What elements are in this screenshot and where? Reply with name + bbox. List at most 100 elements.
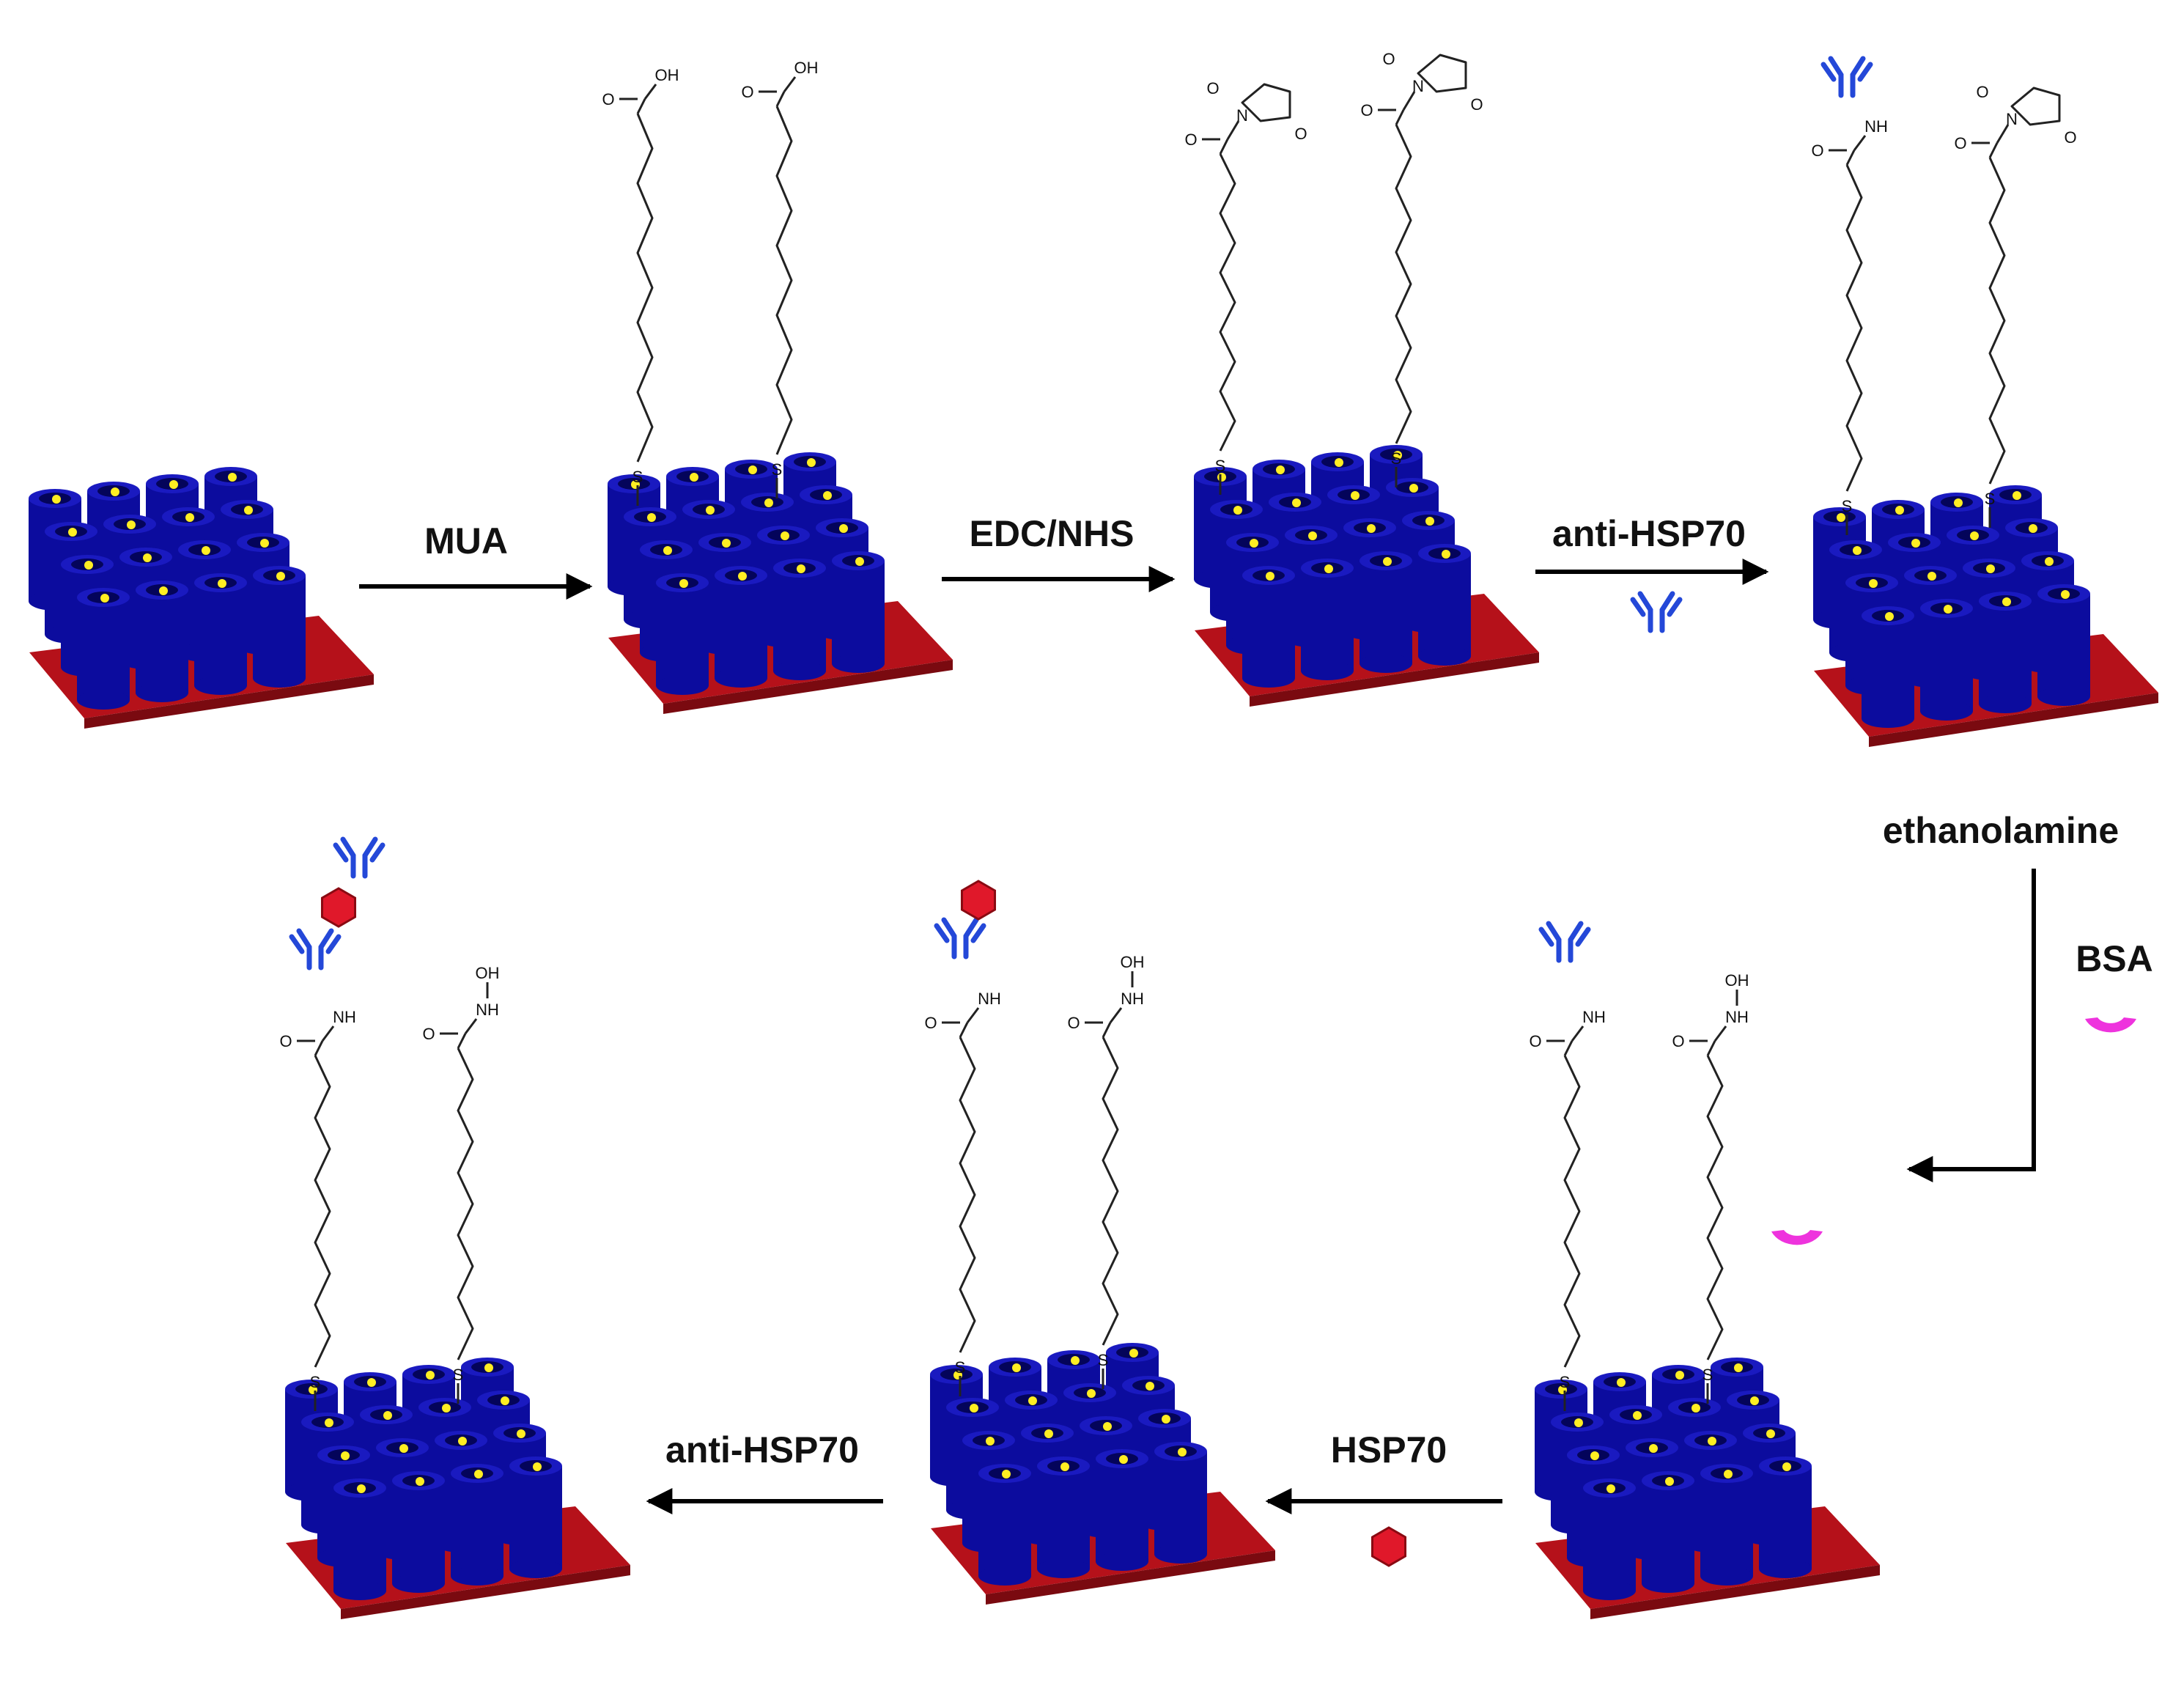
- gold-dot: [1675, 1371, 1684, 1380]
- nanotube-bottom: [136, 683, 188, 702]
- gold-dot: [1250, 539, 1258, 548]
- nanotube-body: [1583, 1488, 1636, 1591]
- gold-dot: [1335, 458, 1343, 467]
- n-bond: [1226, 120, 1240, 140]
- nanotube-body: [1360, 561, 1412, 663]
- oxygen-atom: O: [602, 90, 614, 108]
- gold-dot: [228, 473, 237, 482]
- substrate-edge: [1869, 693, 2158, 747]
- gold-dot: [1292, 498, 1301, 507]
- amide-bond: [966, 1007, 980, 1023]
- nanotube-body: [136, 590, 188, 693]
- hsp70-reagent-icon: [1370, 1526, 1407, 1567]
- nanotube-bottom: [1920, 701, 1973, 721]
- hsp70-bound-icon: [320, 887, 357, 928]
- nanotube: [1418, 544, 1471, 666]
- gold-dot: [1146, 1382, 1154, 1391]
- substrate-edge: [1250, 652, 1539, 707]
- carbonyl-bond: [959, 1022, 969, 1038]
- nanotube-body: [715, 575, 767, 678]
- alkyl-chain: [775, 106, 793, 455]
- gold-dot: [1633, 1411, 1642, 1420]
- gold-dot: [357, 1484, 366, 1493]
- gold-dot: [807, 458, 816, 467]
- gold-dot: [2029, 524, 2037, 533]
- antibody-arm: [296, 928, 312, 971]
- label-edc-nhs: EDC/NHS: [969, 513, 1134, 554]
- nanotube-bottom: [1642, 1574, 1694, 1593]
- sulfur-atom: S: [1702, 1366, 1713, 1384]
- antibody-arm: [1637, 591, 1653, 633]
- nanotube: [2037, 584, 2090, 706]
- nanotube-bottom: [832, 654, 885, 673]
- amine-group: NH: [1121, 990, 1144, 1008]
- nanotube-array-bare: [29, 467, 374, 729]
- nanotube: [1154, 1442, 1207, 1564]
- gold-dot: [1895, 506, 1904, 515]
- nanotube-body: [773, 568, 826, 671]
- gold-dot: [1087, 1389, 1096, 1398]
- nanotube-array-antibody-immobilized: [1813, 485, 2158, 747]
- gold-dot: [276, 572, 285, 581]
- nanotube-array-nhs-activated: [1194, 445, 1539, 707]
- gold-dot: [474, 1470, 483, 1478]
- hydroxyl-bond: [643, 84, 657, 100]
- oxygen-atom: O: [422, 1025, 435, 1043]
- gold-dot: [839, 524, 848, 533]
- nanotube-bottom: [1242, 669, 1295, 688]
- alkyl-chain: [1988, 157, 2006, 485]
- antibody-arm: [941, 917, 957, 960]
- carbonyl-bond: [1706, 1040, 1716, 1056]
- nanotube-body: [77, 597, 130, 700]
- nanotube: [509, 1456, 562, 1578]
- nanotube-body: [1154, 1451, 1207, 1554]
- sulfur-atom: S: [1098, 1351, 1109, 1369]
- nanotube-array-sandwich: [285, 1358, 630, 1619]
- hsp70-bound-icon: [960, 880, 997, 921]
- nanotube: [773, 559, 826, 680]
- gold-dot: [1012, 1363, 1021, 1372]
- gold-dot: [1276, 465, 1285, 474]
- nitrogen-atom: N: [1236, 106, 1248, 125]
- gold-dot: [501, 1396, 509, 1405]
- nanotube: [194, 573, 247, 695]
- gold-dot: [647, 513, 656, 522]
- nanotube-array-blocked: [1535, 1358, 1880, 1619]
- label-ethanolamine: ethanolamine: [1883, 810, 2119, 851]
- nanotube: [656, 573, 709, 695]
- gold-dot: [1060, 1462, 1069, 1471]
- oxygen-atom: O: [1294, 125, 1307, 143]
- gold-dot: [1103, 1422, 1112, 1431]
- nanotube: [451, 1464, 503, 1586]
- sulfur-atom: S: [632, 468, 643, 486]
- oxygen-atom: O: [1184, 130, 1197, 149]
- oxygen-atom: O: [1976, 83, 1988, 101]
- oxygen-atom: O: [1811, 141, 1823, 160]
- carbonyl-bond: [1563, 1040, 1574, 1056]
- gold-dot: [2002, 597, 2011, 606]
- antibody-arm: [1630, 597, 1646, 617]
- alkyl-chain: [314, 1055, 331, 1368]
- gold-dot: [367, 1378, 376, 1387]
- oxygen-atom: O: [1672, 1032, 1684, 1050]
- carbonyl-bond: [1102, 1022, 1112, 1038]
- substrate-edge: [663, 660, 953, 714]
- gold-dot: [2061, 590, 2070, 599]
- gold-dot: [1324, 564, 1333, 573]
- gold-dot: [127, 520, 136, 529]
- gold-dot: [442, 1404, 451, 1413]
- nanotube-body: [1700, 1473, 1753, 1576]
- n-bond: [1402, 91, 1416, 111]
- alkyl-chain: [1395, 124, 1412, 444]
- antibody-arm: [1568, 921, 1584, 963]
- n-bond: [1996, 124, 2010, 144]
- antibody-arm: [934, 923, 950, 943]
- antibody-reagent-icon: [1630, 591, 1683, 633]
